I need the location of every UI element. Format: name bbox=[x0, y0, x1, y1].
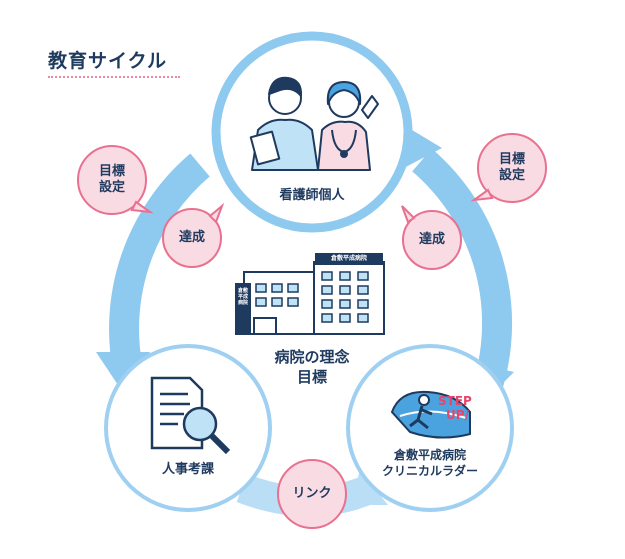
building-sign-side: 倉敷平成病院 bbox=[237, 288, 248, 306]
badge-left-achieve-label: 達成 bbox=[178, 230, 205, 245]
step-up-label-2: UP/ bbox=[446, 408, 469, 422]
document-search-icon bbox=[150, 376, 231, 455]
step-up-runner-icon bbox=[390, 390, 471, 439]
badges bbox=[77, 133, 548, 529]
center-label-2: 目標 bbox=[296, 368, 327, 386]
arrowhead-bottom bbox=[350, 470, 388, 505]
ring-arc-left bbox=[109, 153, 210, 373]
node-top-label: 看護師個人 bbox=[279, 188, 345, 203]
badge-link bbox=[277, 459, 348, 529]
badge-right-achieve-label: 達成 bbox=[418, 232, 445, 247]
badge-left-achieve bbox=[162, 208, 223, 268]
badge-right-goal-label: 目標 設定 bbox=[498, 152, 525, 184]
step-up-label-1: STEP bbox=[438, 394, 472, 408]
badge-link-label: リンク bbox=[292, 486, 332, 501]
badge-left-goal-label: 目標 設定 bbox=[98, 164, 125, 196]
badge-right-achieve bbox=[402, 210, 463, 270]
node-right-label-2: クリニカルラダー bbox=[381, 464, 478, 478]
title-underline bbox=[48, 76, 180, 78]
building-sign-main: 倉敷平成病院 bbox=[330, 255, 367, 262]
badge-left-goal bbox=[77, 145, 148, 215]
nurses-illustration bbox=[249, 76, 379, 171]
node-right-label-1: 倉敷平成病院 bbox=[393, 448, 466, 462]
page-title: 教育サイクル bbox=[48, 50, 168, 72]
ring-arc-right bbox=[412, 148, 513, 390]
badge-right-goal bbox=[477, 133, 548, 203]
hospital-building-icon bbox=[235, 253, 385, 335]
center-label-1: 病院の理念 bbox=[274, 348, 350, 366]
node-left-label: 人事考課 bbox=[161, 462, 214, 477]
